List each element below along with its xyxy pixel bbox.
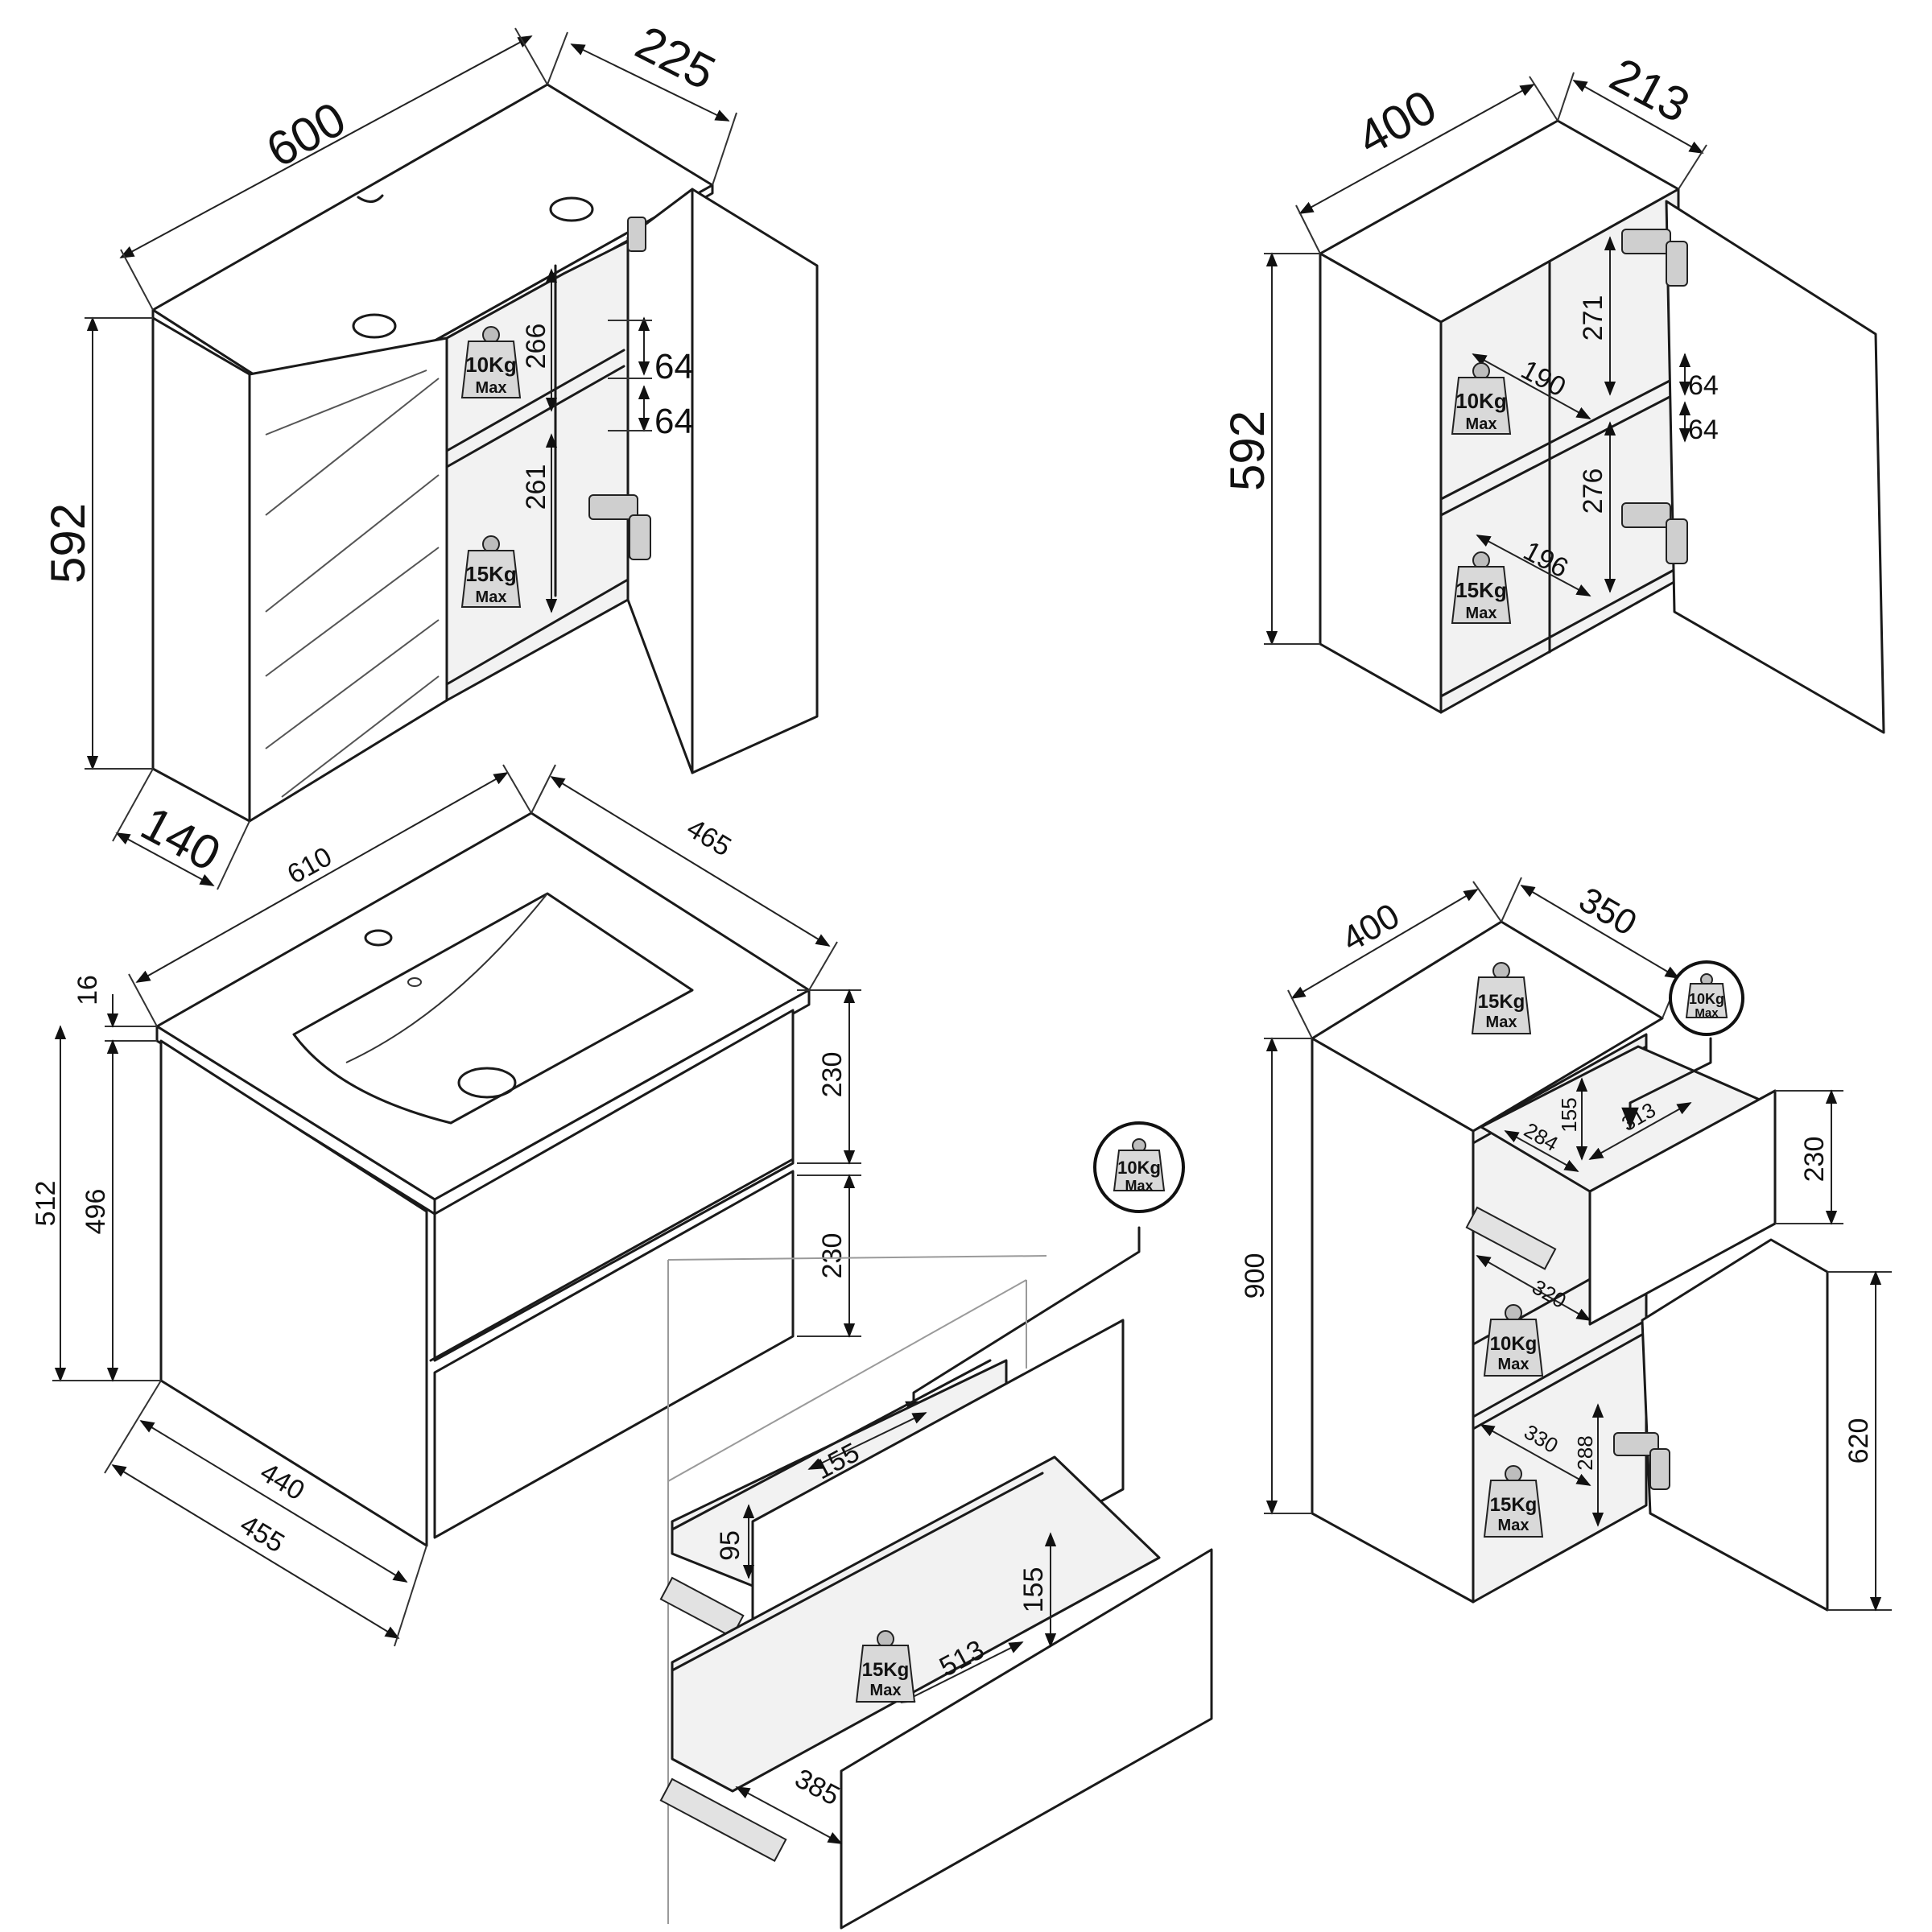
tap-hole (352, 313, 397, 339)
weight-max-label: Max (476, 379, 507, 397)
dim-vanity-top-depth: 465 (682, 813, 737, 863)
svg-text:10Kg: 10Kg (1455, 389, 1507, 413)
dim-mirror-adjust-1: 64 (654, 347, 694, 386)
tall-cabinet-side (1311, 1037, 1475, 1604)
wall-cabinet-drawing: 400 213 592 271 276 190 196 64 64 10Kg M… (1220, 47, 1885, 734)
weight-icon: 15Kg Max (855, 1630, 916, 1703)
vanity-drawing: 610 465 16 512 496 230 230 440 455 (31, 764, 1185, 1647)
weight-icon: 10Kg Max (1483, 1304, 1544, 1377)
weight-value: 10 (465, 353, 489, 377)
mirror-cabinet-right-door (626, 188, 819, 774)
weight-icon: 10Kg Max (1451, 362, 1512, 435)
tall-cabinet-drawing: 400 350 900 230 620 155 284 313 320 330 … (1240, 877, 1892, 1612)
dim-mirror-adjust-2: 64 (654, 402, 694, 441)
weight-max-label: Max (1498, 1517, 1530, 1534)
svg-text:10Kg: 10Kg (1117, 1158, 1161, 1178)
dim-vanity-top-thickness: 16 (72, 975, 103, 1005)
dim-drawer-lower-depth: 385 (790, 1763, 844, 1811)
dim-drawer-upper-height: 95 (715, 1530, 745, 1561)
dim-mirror-upper-shelf: 266 (521, 324, 551, 369)
svg-text:15Kg: 15Kg (465, 562, 517, 586)
weight-icon: 15Kg Max (1451, 551, 1512, 624)
dim-wall-width: 400 (1348, 80, 1445, 166)
weight-max-label: Max (476, 588, 507, 606)
weight-max-label: Max (1466, 415, 1497, 433)
weight-max-label: Max (1466, 605, 1497, 622)
mirror-cabinet-side (151, 316, 251, 823)
vanity-drawer-upper (433, 1009, 795, 1362)
vanity-drawer-lower (433, 1170, 795, 1539)
basin (292, 892, 694, 1125)
mirror-cabinet-left-door (248, 336, 448, 823)
dim-mirror-width: 600 (258, 92, 354, 178)
hinge-icon (1621, 229, 1688, 564)
dim-wall-lower-height: 276 (1578, 469, 1608, 514)
dim-mirror-height: 592 (41, 503, 95, 584)
svg-text:10Kg: 10Kg (465, 353, 517, 377)
dim-mirror-lower-shelf: 261 (521, 464, 551, 510)
weight-max-label: Max (1125, 1178, 1153, 1194)
dim-drawer-lower-height: 155 (1018, 1567, 1049, 1613)
dim-vanity-body-height: 496 (80, 1189, 111, 1235)
dim-tall-depth: 350 (1572, 880, 1643, 943)
svg-text:15Kg: 15Kg (862, 1659, 910, 1681)
dim-vanity-depth-outer: 455 (235, 1509, 290, 1559)
weight-value: 15 (465, 562, 489, 586)
weight-max-label: Max (1695, 1006, 1719, 1020)
weight-value: 10 (1455, 389, 1479, 413)
weight-value: 10 (1490, 1333, 1512, 1355)
dim-tall-door-height: 620 (1843, 1418, 1874, 1464)
weight-value: 15 (1478, 991, 1500, 1013)
dim-vanity-total-height: 512 (31, 1181, 61, 1227)
weight-value: 15 (1490, 1494, 1512, 1516)
hinge-icon (1613, 1432, 1670, 1490)
dim-mirror-depth-top: 225 (627, 15, 724, 100)
weight-value: 15 (1455, 578, 1479, 602)
svg-text:10Kg: 10Kg (1689, 991, 1724, 1007)
weight-icon: 15Kg Max (1471, 962, 1532, 1034)
svg-text:10Kg: 10Kg (1490, 1333, 1538, 1355)
dim-wall-adjust-1: 64 (1688, 370, 1719, 401)
wall-cabinet-side (1319, 252, 1443, 714)
wall-cabinet-door (1665, 200, 1885, 734)
weight-value: 15 (862, 1659, 884, 1681)
lower-drawer-front (840, 1548, 1213, 1930)
tall-cabinet-door (1641, 1238, 1829, 1612)
mirror-cabinet-drawing: 600 225 592 140 266 261 64 64 1 (41, 15, 819, 890)
weight-max-label: Max (870, 1682, 902, 1699)
dim-mirror-depth-bottom: 140 (133, 796, 229, 881)
dim-wall-height: 592 (1220, 411, 1274, 491)
dim-tall-lower-height: 288 (1573, 1435, 1597, 1470)
weight-max-label: Max (1498, 1356, 1530, 1373)
svg-text:15Kg: 15Kg (1455, 578, 1507, 602)
svg-text:15Kg: 15Kg (1490, 1494, 1538, 1516)
dim-wall-adjust-2: 64 (1688, 415, 1719, 445)
dim-vanity-drawer-lower: 230 (817, 1233, 848, 1279)
weight-icon: 10Kg Max (1093, 1121, 1185, 1213)
dim-tall-drawer-height: 230 (1799, 1137, 1830, 1183)
svg-text:15Kg: 15Kg (1478, 991, 1525, 1013)
tap-hole (549, 196, 594, 222)
hinge-icon (588, 217, 651, 560)
dim-vanity-drawer-upper: 230 (817, 1052, 848, 1098)
weight-max-label: Max (1486, 1013, 1517, 1031)
weight-value: 10 (1117, 1158, 1137, 1178)
dim-wall-upper-height: 271 (1578, 295, 1608, 341)
dim-tall-drawer-inner-height: 155 (1557, 1097, 1581, 1132)
weight-icon: 15Kg Max (1483, 1465, 1544, 1538)
weight-icon: 10Kg Max (460, 326, 522, 398)
weight-icon: 15Kg Max (460, 535, 522, 608)
weight-icon: 10Kg Max (1669, 960, 1744, 1036)
dim-tall-width: 400 (1335, 896, 1406, 960)
dim-tall-height: 900 (1240, 1253, 1270, 1299)
dim-wall-depth: 213 (1602, 47, 1699, 133)
dim-vanity-top-width: 610 (283, 841, 337, 890)
weight-value: 10 (1689, 991, 1705, 1007)
